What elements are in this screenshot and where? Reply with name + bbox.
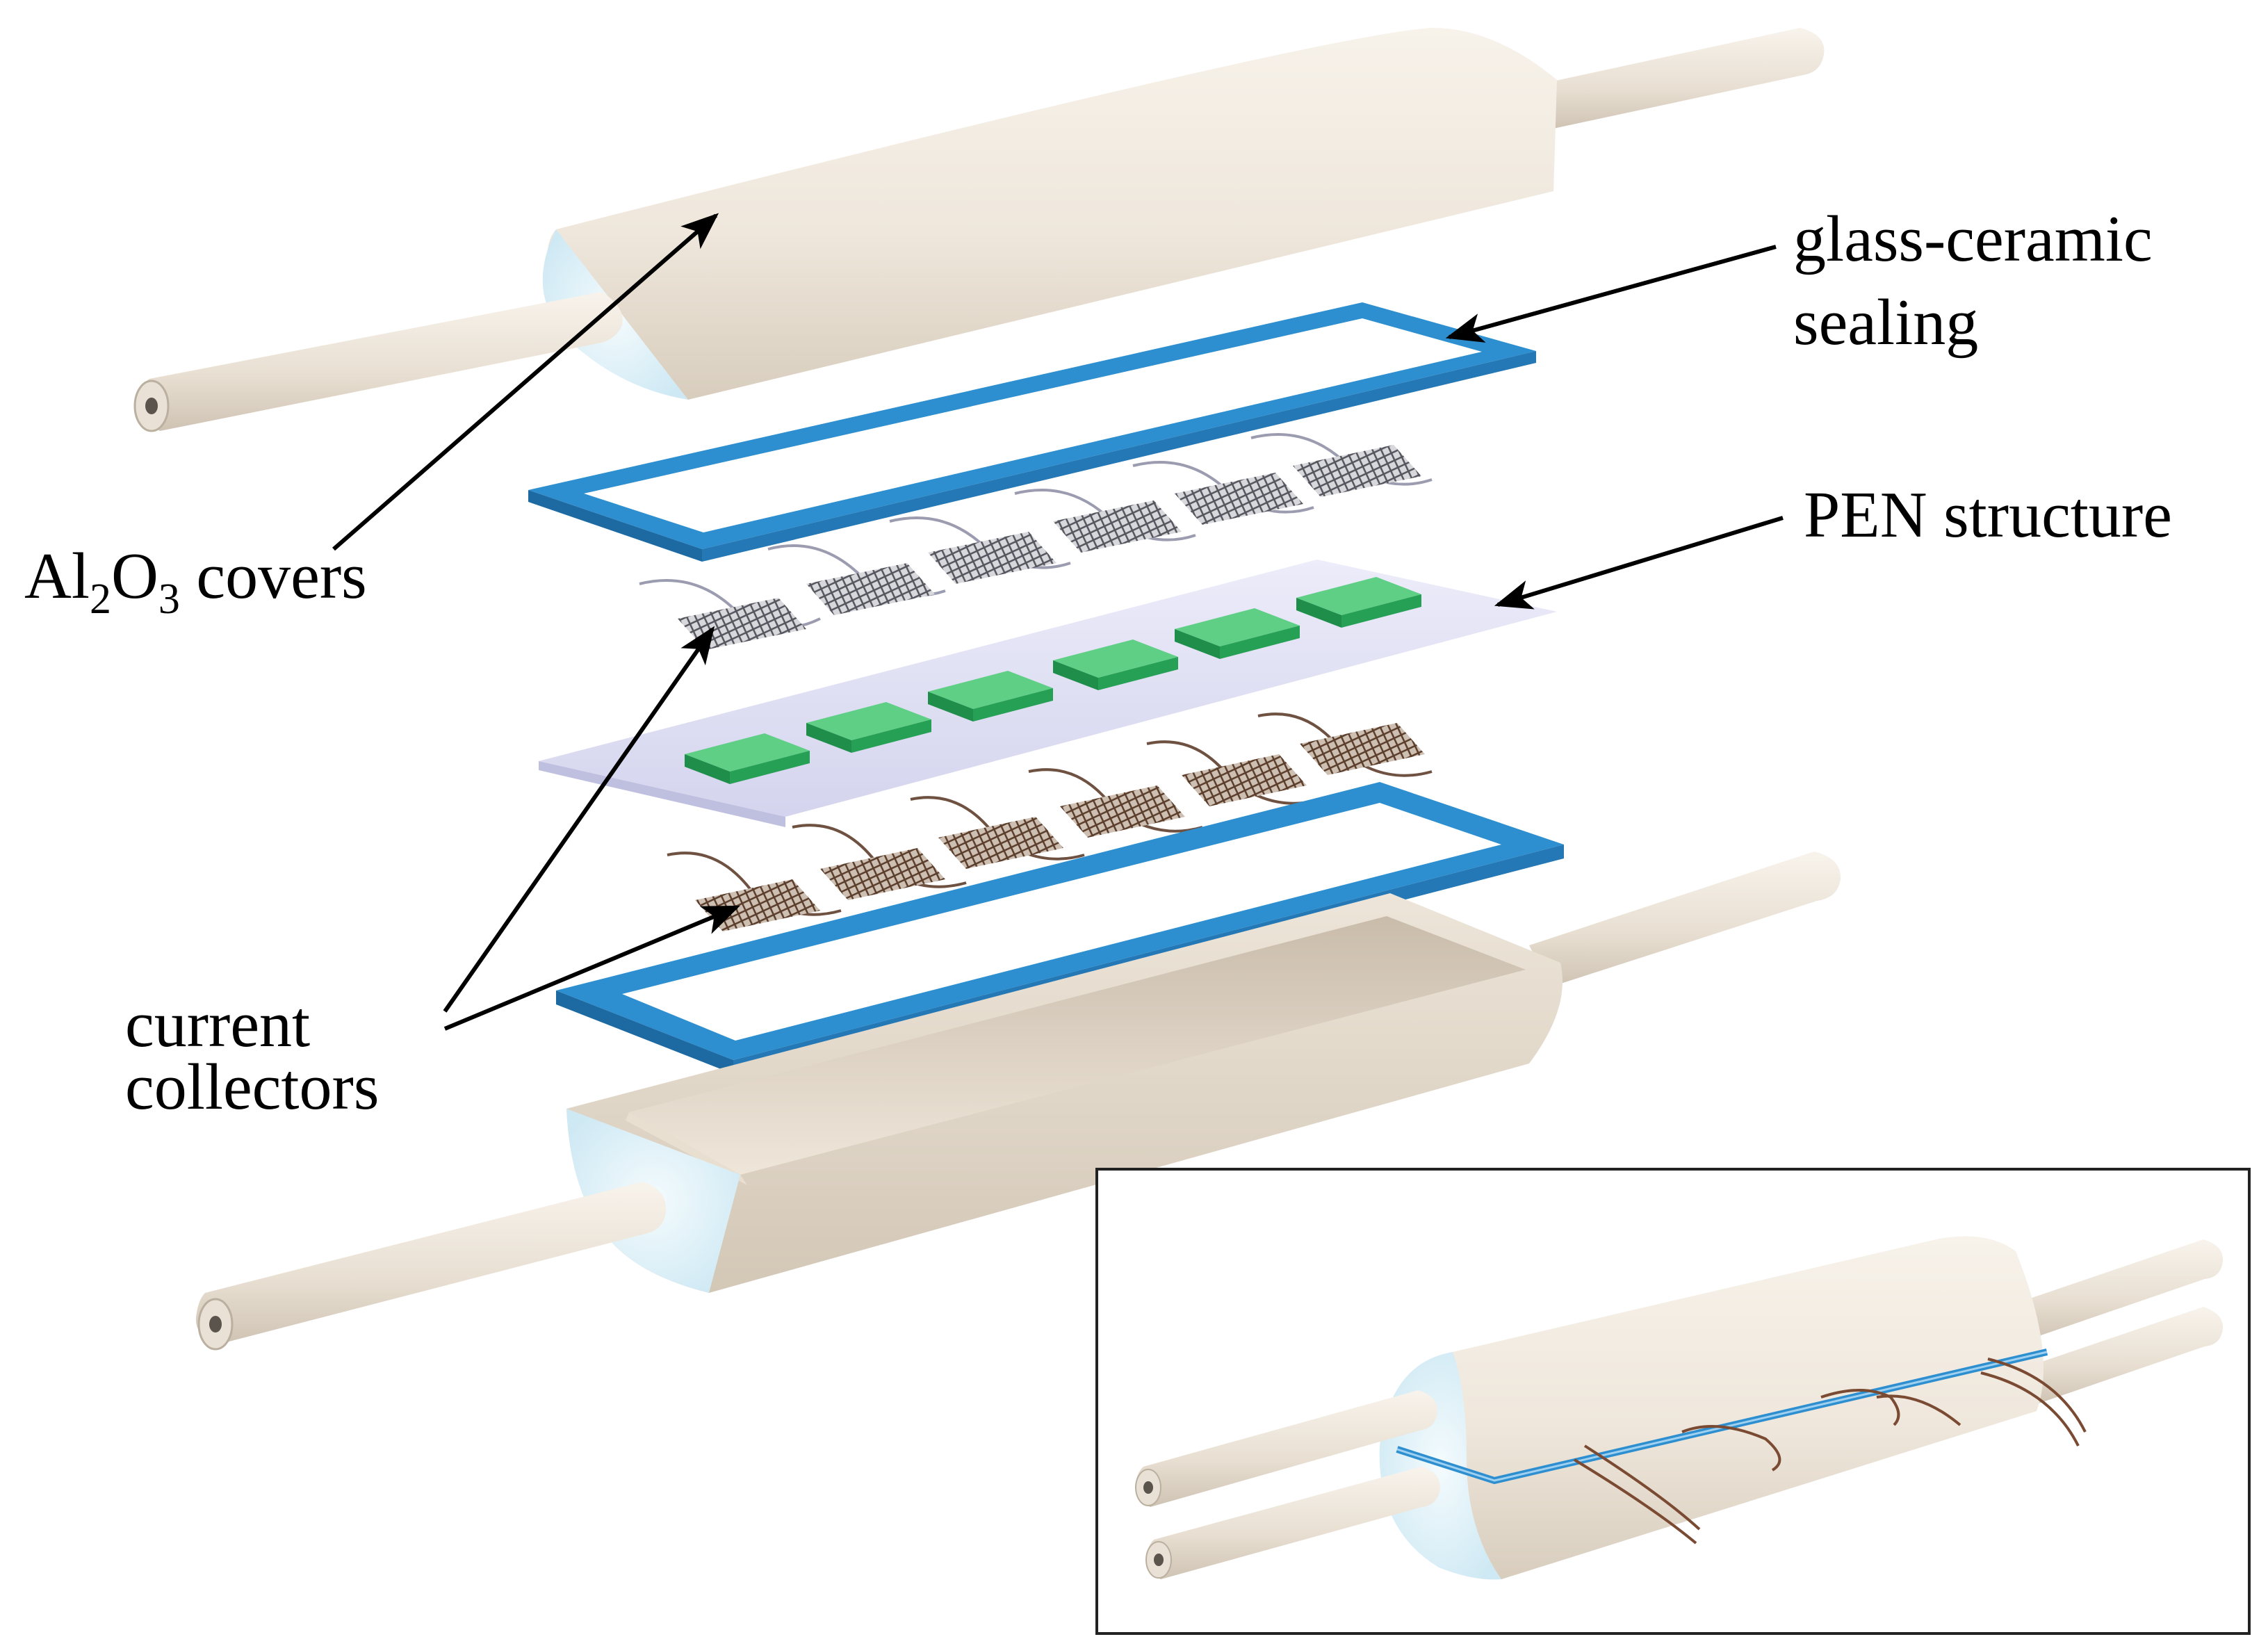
label-sealing: sealing [1793, 286, 1978, 359]
pen-cell [928, 671, 1053, 722]
top-alumina-cover [133, 28, 1825, 432]
inset-tube-front-bottom [1145, 1467, 1440, 1579]
leader-arrows [332, 213, 1784, 1031]
grey-current-collectors [639, 433, 1433, 650]
pen-cell [1053, 639, 1178, 690]
bottom-cover-tube-right [1529, 851, 1841, 987]
inset-collector-wires [1573, 1358, 2087, 1545]
arrow-collectors-bottom [443, 905, 740, 1031]
arrow-sealing [1445, 245, 1777, 343]
pen-cell [685, 733, 810, 784]
grey-mesh [1132, 461, 1314, 525]
bottom-cover-trough [629, 916, 1526, 1175]
bottom-cover-tube-left [195, 1182, 667, 1345]
top-cover-body [546, 28, 1557, 400]
brown-mesh [667, 851, 842, 931]
top-cover-tube-right [1543, 28, 1825, 129]
top-cover-tube-left [138, 292, 623, 431]
assembled-cell-inset [1095, 1168, 2251, 1635]
brown-mesh [792, 824, 967, 900]
grey-mesh [767, 544, 946, 615]
arrow-covers-top [332, 213, 719, 551]
pen-cell [806, 702, 931, 753]
brown-mesh [1028, 768, 1203, 838]
label-al2o3-covers: Al2O3 covers [24, 540, 367, 623]
pen-structure [539, 560, 1557, 827]
grey-mesh [1250, 433, 1433, 497]
brown-mesh [910, 796, 1085, 869]
grey-mesh [1014, 489, 1196, 553]
brown-mesh [1257, 712, 1433, 777]
pen-cell [1296, 577, 1421, 628]
label-collectors: collectors [125, 1051, 379, 1123]
brown-mesh [1146, 740, 1321, 806]
top-glass-ceramic-seal [528, 302, 1536, 562]
arrow-pen [1494, 516, 1784, 610]
pen-cell [1175, 608, 1300, 659]
inset-tube-front-top [1134, 1390, 1437, 1507]
grey-mesh [639, 579, 821, 650]
bottom-alumina-cover [195, 851, 1841, 1351]
inset-tube-back-bottom [2030, 1307, 2224, 1404]
label-current: current [125, 988, 310, 1061]
inset-tube-back-top [2016, 1239, 2224, 1342]
pen-electrode-cells [685, 577, 1421, 784]
inset-cylinder-body [1411, 1236, 2043, 1579]
arrow-collectors-top [443, 626, 715, 1013]
label-pen-structure: PEN structure [1804, 479, 2172, 551]
grey-mesh [889, 516, 1071, 584]
label-glass-ceramic: glass-ceramic [1793, 203, 2153, 275]
